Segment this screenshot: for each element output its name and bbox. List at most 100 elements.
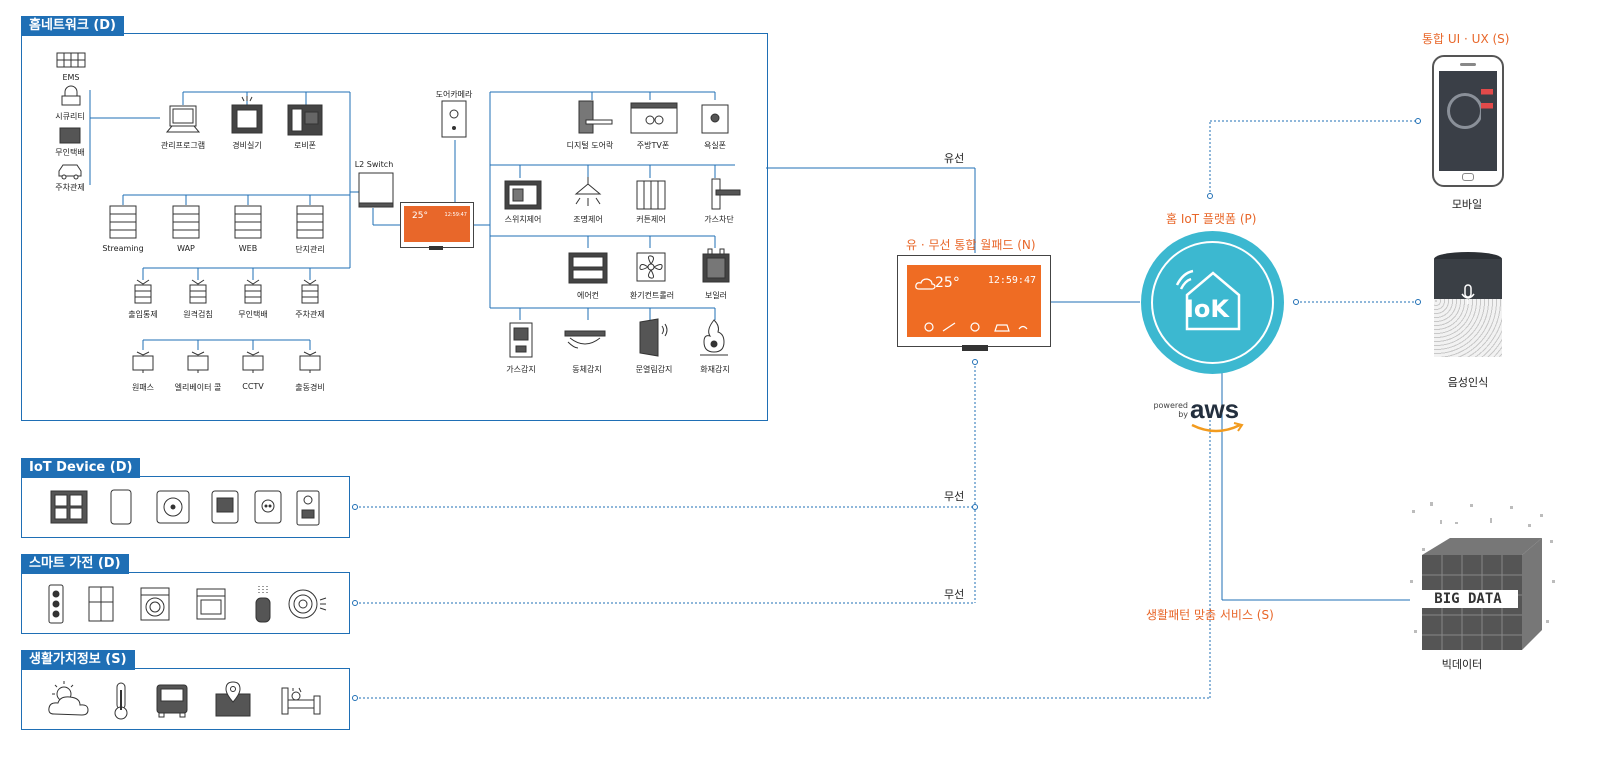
bus-icon — [156, 684, 188, 718]
aws-smile-icon — [1191, 422, 1244, 433]
bigdata-text: BIG DATA — [1418, 590, 1518, 608]
car-icon — [58, 164, 82, 180]
door-camera-label: 도어카메라 — [435, 90, 473, 99]
wired-label: 유선 — [944, 152, 965, 165]
wallpad-device: 25° 12:59:47 — [897, 255, 1051, 347]
door-sensor-icon — [110, 489, 132, 525]
parcel-server-icon — [244, 279, 262, 304]
weather-icon — [48, 681, 89, 716]
curtain-icon — [636, 180, 666, 210]
door-lock-icon — [578, 100, 613, 134]
right-row4-gasdetect: 가스감지 — [506, 365, 536, 374]
server-streaming: Streaming — [102, 244, 144, 253]
lighting-icon — [574, 177, 602, 206]
mobile-label: 모바일 — [1451, 198, 1483, 211]
platform-circle: IoK — [1141, 231, 1284, 374]
row4-dispatch: 출동경비 — [295, 383, 325, 392]
door-open-sensor-icon — [639, 318, 668, 357]
wallpad-control-icons — [924, 322, 1028, 332]
sleep-bed-icon — [281, 687, 321, 715]
left-col-security: 시큐리티 — [55, 112, 85, 121]
switch-label: L2 Switch — [354, 160, 394, 169]
server-wap: WAP — [177, 244, 195, 253]
gas-valve-icon — [711, 178, 741, 210]
smart-outlet-icon — [254, 490, 282, 524]
server-web-icon — [234, 205, 262, 239]
access-control-icon — [134, 279, 152, 304]
solar-panel-icon — [56, 52, 86, 68]
server-web: WEB — [238, 244, 258, 253]
row3-access: 출입통제 — [128, 310, 158, 319]
guard-phone-icon — [231, 96, 263, 134]
uiux-title: 통합 UI · UX (S) — [1422, 32, 1510, 46]
switch-control-icon — [504, 180, 542, 210]
life-info-title: 생활가치정보 (S) — [21, 650, 135, 670]
right-row3-aircon: 에어컨 — [576, 291, 600, 300]
small-wallpad-temp: 25° — [412, 211, 428, 221]
server-complex: 단지관리 — [295, 245, 325, 254]
powered-by-label: powered by — [1153, 401, 1188, 419]
aircon-icon — [568, 252, 608, 284]
microphone-icon — [1461, 284, 1475, 304]
right-row4-fire: 화재감지 — [700, 365, 730, 374]
row3-parking: 주차관제 — [295, 310, 325, 319]
refrigerator-icon — [88, 586, 114, 622]
cctv-icon — [242, 351, 264, 373]
wallpad-clock: 12:59:47 — [987, 275, 1036, 286]
server-complex-icon — [296, 205, 324, 239]
computer-icon — [165, 105, 201, 133]
platform-title: 홈 IoT 플랫폼 (P) — [1166, 212, 1257, 226]
bath-phone-icon — [701, 104, 729, 134]
lobby-phone-icon — [287, 104, 323, 136]
row4-elevator: 엘리베이터 콜 — [174, 383, 222, 392]
server-streaming-icon — [109, 205, 137, 239]
elevator-icon — [187, 351, 209, 373]
wallpad-screen: 25° 12:59:47 — [907, 265, 1041, 337]
dispatch-icon — [299, 351, 321, 373]
top-device-lobby: 로비폰 — [293, 141, 317, 150]
smart-appliance-title: 스마트 가전 (D) — [21, 554, 129, 574]
motion-sensor-icon — [564, 330, 606, 349]
service-title: 생활패턴 맞춤 서비스 (S) — [1146, 608, 1274, 622]
server-wap-icon — [172, 205, 200, 239]
cloud-icon — [915, 278, 936, 290]
right-row2-gas: 가스차단 — [704, 215, 734, 224]
ventilation-icon — [636, 252, 666, 282]
smart-speaker — [1434, 252, 1502, 360]
aws-logo-text: aws — [1190, 394, 1240, 424]
fire-detector-icon — [700, 319, 728, 356]
right-row1-kitchentv: 주방TV폰 — [636, 141, 670, 150]
kitchen-tv-icon — [630, 102, 678, 134]
bigdata-label: 빅데이터 — [1441, 658, 1483, 671]
oven-icon — [196, 588, 226, 620]
mobile-screen — [1439, 71, 1497, 171]
wireless-label-1: 무선 — [944, 490, 965, 503]
lock-icon — [61, 85, 81, 106]
thermometer-icon — [114, 682, 128, 720]
mobile-phone — [1432, 55, 1504, 187]
left-col-parking: 주차관제 — [55, 183, 85, 192]
remote-meter-icon — [189, 279, 207, 304]
platform-logo-text: IoK — [1185, 295, 1230, 323]
row4-onepass: 원패스 — [131, 383, 155, 392]
door-camera-icon — [441, 100, 467, 138]
small-wallpad-clock: 12:59:47 — [444, 212, 467, 218]
right-row2-light: 조명제어 — [573, 215, 603, 224]
voice-label: 음성인식 — [1447, 376, 1489, 389]
right-row2-switch: 스위치제어 — [504, 215, 542, 224]
row4-cctv: CCTV — [242, 382, 264, 391]
l2-switch-icon — [358, 172, 394, 208]
home-network-title: 홈네트워크 (D) — [21, 16, 124, 36]
right-row2-curtain: 커튼제어 — [636, 215, 666, 224]
onepass-icon — [132, 351, 154, 373]
robot-vacuum-icon — [288, 589, 327, 619]
air-purifier-icon — [255, 586, 271, 623]
home-iot-icon — [1175, 269, 1241, 331]
wallpad-temp: 25° — [935, 275, 960, 291]
smart-tower-icon — [48, 584, 64, 624]
gas-detector-icon — [509, 322, 533, 358]
top-device-guard: 경비실기 — [232, 141, 262, 150]
washing-machine-icon — [140, 587, 170, 621]
row3-parcel: 무인택배 — [238, 310, 268, 319]
